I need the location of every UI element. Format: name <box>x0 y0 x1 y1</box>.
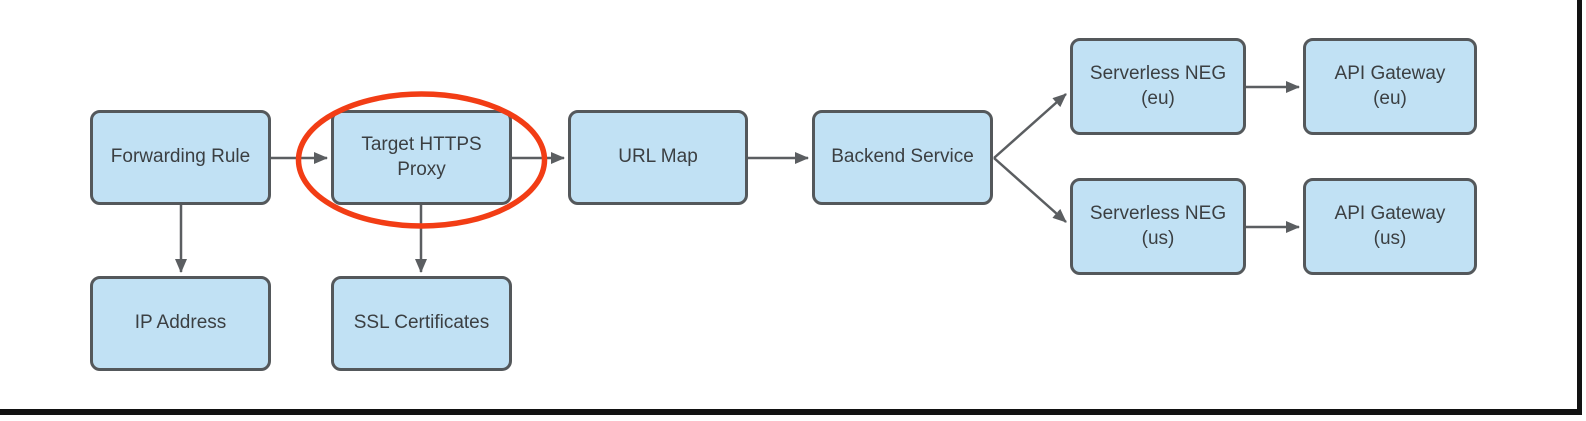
node-target-https-proxy: Target HTTPS Proxy <box>331 110 512 205</box>
node-backend-service: Backend Service <box>812 110 993 205</box>
edge-backend-service-to-serverless-neg-eu <box>993 93 1067 159</box>
node-forwarding-rule: Forwarding Rule <box>90 110 271 205</box>
node-ssl-certificates: SSL Certificates <box>331 276 512 371</box>
node-serverless-neg-us: Serverless NEG (us) <box>1070 178 1246 275</box>
node-ip-address: IP Address <box>90 276 271 371</box>
frame-border-bottom <box>0 409 1582 415</box>
node-api-gateway-eu: API Gateway (eu) <box>1303 38 1477 135</box>
edge-backend-service-to-serverless-neg-us <box>993 157 1067 223</box>
frame-border-right <box>1577 0 1582 415</box>
node-serverless-neg-eu: Serverless NEG (eu) <box>1070 38 1246 135</box>
node-url-map: URL Map <box>568 110 748 205</box>
node-api-gateway-us: API Gateway (us) <box>1303 178 1477 275</box>
